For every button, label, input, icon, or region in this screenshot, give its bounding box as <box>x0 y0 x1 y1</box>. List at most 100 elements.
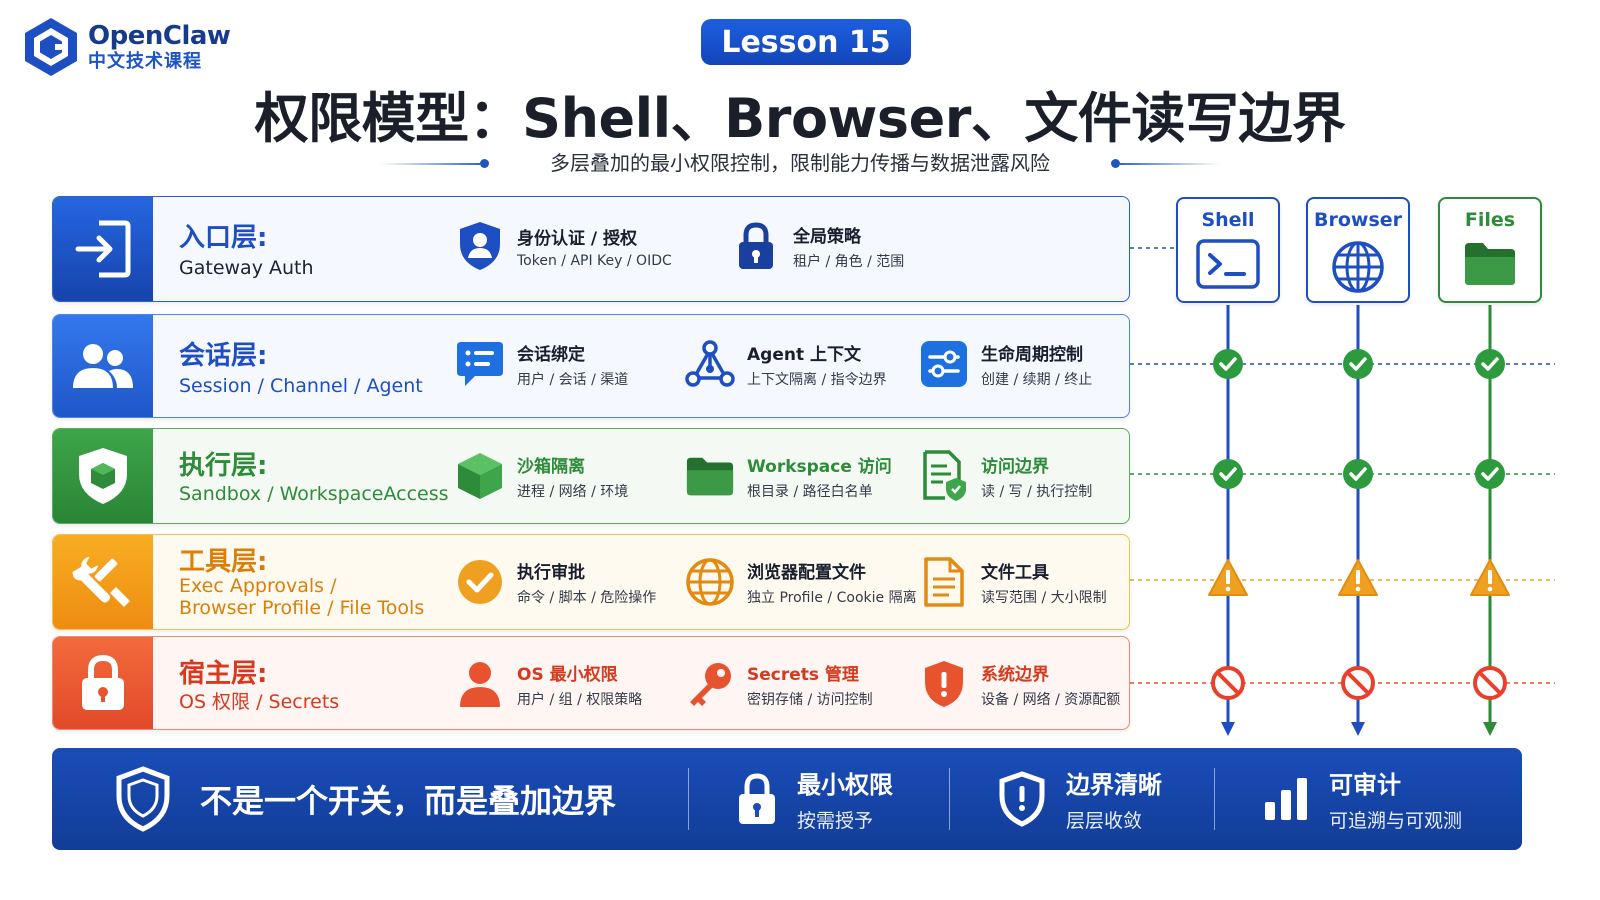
layer-session-name: 会话层: <box>179 341 268 371</box>
column-browser: Browser <box>1306 197 1410 303</box>
page-subtitle: 多层叠加的最小权限控制，限制能力传播与数据泄露风险 <box>550 151 1050 175</box>
subtitle-line-right <box>1120 163 1220 165</box>
feature-session-binding: 会话绑定 用户 / 会话 / 渠道 <box>455 339 628 389</box>
sandbox-shield-icon <box>79 448 127 504</box>
feature-global-policy-desc: 租户 / 角色 / 范围 <box>793 253 905 270</box>
feature-agent-context-desc: 上下文隔离 / 指令边界 <box>747 371 887 388</box>
files-tool-warning-icon <box>1470 559 1510 596</box>
feature-workspace-access-title: Workspace 访问 <box>747 456 892 477</box>
openclaw-logo-icon <box>25 18 77 76</box>
feature-exec-approvals-title: 执行审批 <box>517 562 585 583</box>
feature-file-tools: 文件工具 读写范围 / 大小限制 <box>919 557 1107 607</box>
login-icon <box>75 220 131 278</box>
feature-session-binding-desc: 用户 / 会话 / 渠道 <box>517 371 629 388</box>
browser-tool-warning-icon <box>1338 559 1378 596</box>
footer-clear-boundary-sub: 层层收敛 <box>1066 810 1143 832</box>
feature-sandbox-title: 沙箱隔离 <box>517 456 585 477</box>
layer-host-icon-box <box>53 637 153 729</box>
brand-subtitle: 中文技术课程 <box>88 50 202 72</box>
feature-workspace-access: Workspace 访问 根目录 / 路径白名单 <box>685 451 892 501</box>
document-icon <box>924 557 964 607</box>
column-shell: Shell <box>1176 197 1280 303</box>
brand: OpenClaw 中文技术课程 <box>22 16 231 78</box>
footer-least-privilege-title: 最小权限 <box>797 771 893 799</box>
feature-lifecycle: 生命周期控制 创建 / 续期 / 终止 <box>919 339 1092 389</box>
chat-icon <box>457 342 503 386</box>
tools-icon <box>72 556 130 607</box>
feature-agent-context: Agent 上下文 上下文隔离 / 指令边界 <box>685 339 887 389</box>
layer-tools-en-line1: Exec Approvals / <box>179 575 337 597</box>
lock-icon <box>739 222 773 269</box>
browser-session-check-icon <box>1343 349 1373 379</box>
layer-tools: 工具层: Exec Approvals / Browser Profile / … <box>52 534 1130 630</box>
bar-chart-icon <box>1265 778 1307 820</box>
layer-gateway-en: Gateway Auth <box>179 257 314 279</box>
feature-file-tools-desc: 读写范围 / 大小限制 <box>981 589 1107 606</box>
folder-icon <box>1465 243 1515 285</box>
terminal-icon <box>1196 239 1260 289</box>
feature-secrets-title: Secrets 管理 <box>747 664 859 685</box>
feature-session-binding-title: 会话绑定 <box>517 344 585 365</box>
shield-alert-icon <box>925 661 963 707</box>
layer-gateway: 入口层: Gateway Auth 身份认证 / 授权 Token / API … <box>52 196 1130 302</box>
layer-execution: 执行层: Sandbox / WorkspaceAccess 沙箱隔离 进程 /… <box>52 428 1130 524</box>
shield-icon <box>116 766 170 832</box>
feature-lifecycle-title: 生命周期控制 <box>981 344 1083 365</box>
browser-host-blocked-icon <box>1341 666 1375 700</box>
feature-os-least-privilege: OS 最小权限 用户 / 组 / 权限策略 <box>455 659 642 709</box>
feature-global-policy: 全局策略 租户 / 角色 / 范围 <box>731 221 904 271</box>
footer-auditable: 可审计 可追溯与可观测 <box>1215 765 1462 833</box>
lesson-badge: Lesson 15 <box>701 19 911 65</box>
feature-lifecycle-desc: 创建 / 续期 / 终止 <box>981 371 1093 388</box>
shell-session-check-icon <box>1213 349 1243 379</box>
layer-gateway-icon-box <box>53 197 153 301</box>
feature-access-boundary-title: 访问边界 <box>981 456 1049 477</box>
footer-clear-boundary: 边界清晰 层层收敛 <box>950 765 1214 833</box>
layer-execution-en: Sandbox / WorkspaceAccess <box>179 483 449 505</box>
feature-exec-approvals: 执行审批 命令 / 脚本 / 危险操作 <box>455 557 656 607</box>
check-circle-icon <box>458 560 502 604</box>
feature-browser-profile-desc: 独立 Profile / Cookie 隔离 <box>747 589 917 606</box>
footer-divider-1 <box>688 768 689 830</box>
shell-host-blocked-icon <box>1211 666 1245 700</box>
shell-arrow-icon <box>1221 722 1235 736</box>
user-icon <box>460 662 500 707</box>
layer-tools-icon-box <box>53 535 153 629</box>
layer-tools-name: 工具层: <box>179 547 268 577</box>
layer-host-en: OS 权限 / Secrets <box>179 691 340 713</box>
column-browser-label: Browser <box>1313 209 1403 231</box>
feature-sandbox-desc: 进程 / 网络 / 环境 <box>517 483 629 500</box>
folder-icon <box>686 457 734 496</box>
feature-auth-desc: Token / API Key / OIDC <box>517 252 672 269</box>
feature-browser-profile: 浏览器配置文件 独立 Profile / Cookie 隔离 <box>685 557 917 607</box>
lock-icon <box>739 773 775 824</box>
footer-main: 不是一个开关，而是叠加边界 <box>52 766 688 832</box>
globe-icon <box>1332 241 1384 293</box>
feature-system-boundary-desc: 设备 / 网络 / 资源配额 <box>981 691 1121 708</box>
feature-secrets-desc: 密钥存储 / 访问控制 <box>747 691 873 708</box>
feature-system-boundary: 系统边界 设备 / 网络 / 资源配额 <box>919 659 1120 709</box>
layer-host: 宿主层: OS 权限 / Secrets OS 最小权限 用户 / 组 / 权限… <box>52 636 1130 730</box>
layer-session: 会话层: Session / Channel / Agent 会话绑定 用户 /… <box>52 314 1130 418</box>
layer-execution-name: 执行层: <box>179 451 268 481</box>
files-arrow-icon <box>1483 722 1497 736</box>
feature-sandbox: 沙箱隔离 进程 / 网络 / 环境 <box>455 451 628 501</box>
footer-main-text: 不是一个开关，而是叠加边界 <box>200 782 617 820</box>
users-icon <box>73 344 133 388</box>
shell-tool-warning-icon <box>1208 559 1248 596</box>
footer-auditable-sub: 可追溯与可观测 <box>1329 810 1463 832</box>
shield-alert-icon <box>999 771 1045 827</box>
footer-least-privilege: 最小权限 按需授予 <box>689 765 949 833</box>
layer-host-name: 宿主层: <box>179 659 268 689</box>
feature-os-least-privilege-desc: 用户 / 组 / 权限策略 <box>517 691 643 708</box>
feature-file-tools-title: 文件工具 <box>981 562 1049 583</box>
key-icon <box>690 663 731 706</box>
feature-global-policy-title: 全局策略 <box>793 226 861 247</box>
feature-agent-context-title: Agent 上下文 <box>747 344 862 365</box>
files-exec-check-icon <box>1475 459 1505 489</box>
subtitle-line-left <box>380 163 480 165</box>
layer-session-icon-box <box>53 315 153 417</box>
footer-clear-boundary-title: 边界清晰 <box>1066 771 1162 799</box>
cube-icon <box>458 453 502 499</box>
